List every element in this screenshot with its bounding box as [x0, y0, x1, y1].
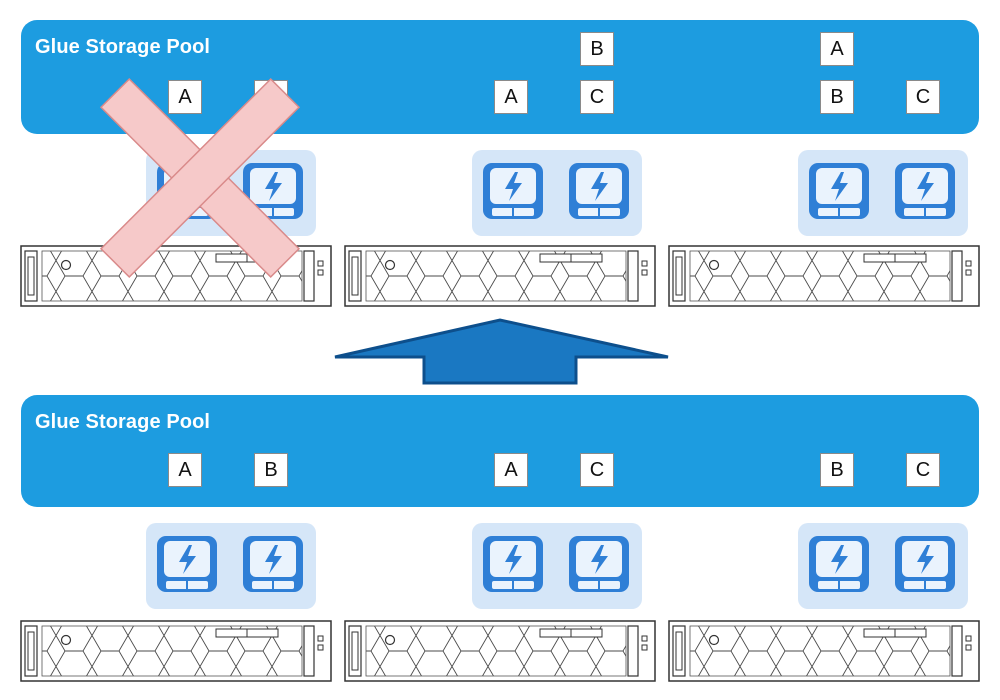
data-chunk: A — [494, 453, 528, 487]
drive-group — [798, 150, 968, 236]
drive-group — [146, 523, 316, 609]
data-chunk: C — [906, 453, 940, 487]
pool-title: Glue Storage Pool — [35, 411, 211, 433]
data-chunk: B — [820, 453, 854, 487]
up-arrow-icon — [334, 318, 669, 385]
data-chunk: A — [168, 80, 202, 114]
drive-group — [472, 150, 642, 236]
data-chunk: B — [254, 453, 288, 487]
storage-pool-after-failure: Glue Storage Pool — [21, 20, 979, 134]
data-chunk: C — [906, 80, 940, 114]
data-chunk: B — [820, 80, 854, 114]
recovered-data-chunk: A — [820, 32, 854, 66]
x-mark-icon — [99, 77, 301, 279]
data-chunk: C — [580, 453, 614, 487]
drive-group — [798, 523, 968, 609]
drive-group — [472, 523, 642, 609]
data-chunk: A — [494, 80, 528, 114]
pool-title: Glue Storage Pool — [35, 36, 211, 58]
storage-pool-before-failure: Glue Storage Pool — [21, 395, 979, 507]
recovered-data-chunk: B — [580, 32, 614, 66]
data-chunk: A — [168, 453, 202, 487]
data-chunk: C — [580, 80, 614, 114]
